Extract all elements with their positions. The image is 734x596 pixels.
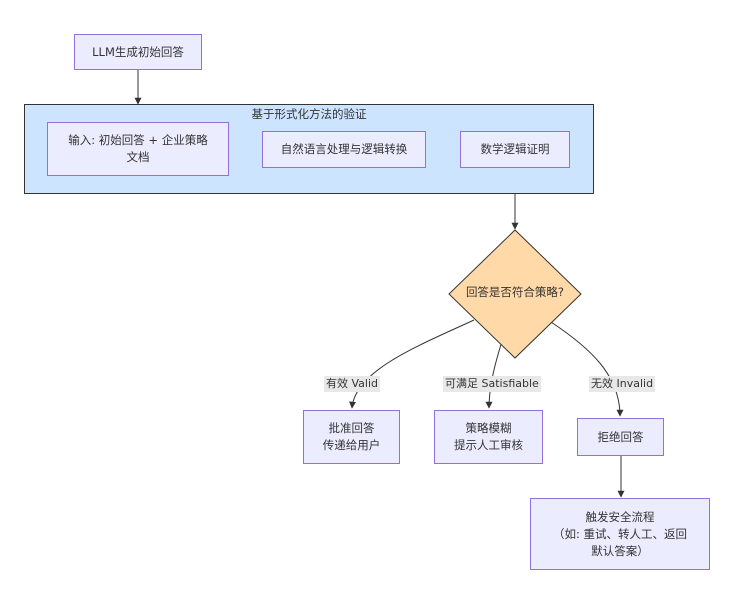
node-input[interactable]: 输入: 初始回答 + 企业策略 文档 xyxy=(47,122,229,176)
node-nlp[interactable]: 自然语言处理与逻辑转换 xyxy=(262,131,426,168)
node-reject[interactable]: 拒绝回答 xyxy=(577,418,664,456)
edge-label-invalid: 无效 Invalid xyxy=(589,376,656,392)
node-generate[interactable]: LLM生成初始回答 xyxy=(74,34,202,70)
decision-diamond[interactable] xyxy=(448,229,582,359)
node-proof[interactable]: 数学逻辑证明 xyxy=(460,131,570,168)
decision-label: 回答是否符合策略? xyxy=(465,285,565,299)
cluster-title: 基于形式化方法的验证 xyxy=(251,107,367,121)
edge-label-satisfiable: 可满足 Satisfiable xyxy=(443,376,541,392)
edge-label-valid: 有效 Valid xyxy=(324,376,381,392)
edge-decision-to-reject xyxy=(550,321,624,417)
edge-decision-to-approve xyxy=(349,319,475,409)
node-safety[interactable]: 触发安全流程 （如: 重试、转人工、返回 默认答案） xyxy=(530,498,710,570)
node-ambiguous[interactable]: 策略模糊 提示人工审核 xyxy=(434,410,543,464)
node-approve[interactable]: 批准回答 传递给用户 xyxy=(303,410,400,464)
